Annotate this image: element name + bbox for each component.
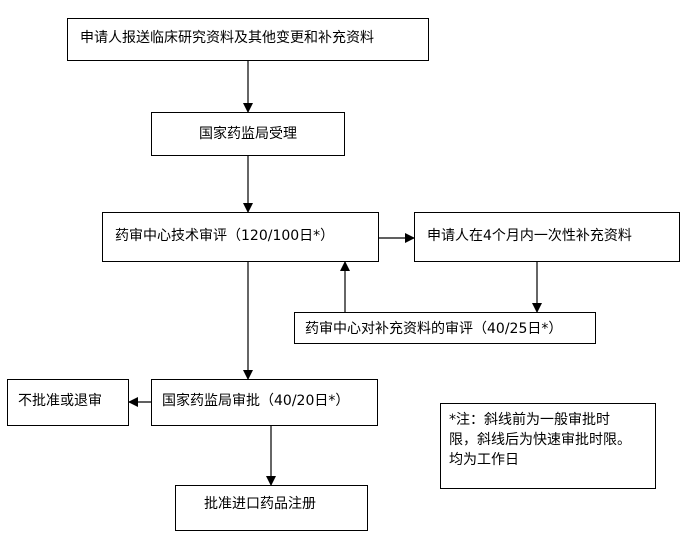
node-submit-label: 申请人报送临床研究资料及其他变更和补充资料: [80, 30, 374, 46]
node-tech-review: 药审中心技术审评（120/100日*）: [102, 212, 379, 262]
footnote-line-2: 限，斜线后为快速审批时限。: [449, 432, 631, 448]
node-reject-label: 不批准或退审: [18, 393, 102, 409]
footnote-box: *注：斜线前为一般审批时 限，斜线后为快速审批时限。 均为工作日: [440, 403, 656, 489]
node-register: 批准进口药品注册: [175, 485, 368, 531]
node-reject: 不批准或退审: [7, 379, 129, 426]
node-submit: 申请人报送临床研究资料及其他变更和补充资料: [67, 18, 429, 61]
node-supp-review-label: 药审中心对补充资料的审评（40/25日*）: [305, 321, 563, 337]
node-register-label: 批准进口药品注册: [204, 496, 316, 512]
node-supplement-label: 申请人在4个月内一次性补充资料: [427, 228, 632, 244]
node-accept-label: 国家药监局受理: [199, 126, 297, 142]
footnote-line-1: *注：斜线前为一般审批时: [449, 412, 610, 428]
node-tech-review-label: 药审中心技术审评（120/100日*）: [115, 228, 335, 244]
node-approval: 国家药监局审批（40/20日*）: [151, 379, 378, 426]
node-accept: 国家药监局受理: [151, 112, 345, 156]
node-supp-review: 药审中心对补充资料的审评（40/25日*）: [294, 312, 596, 344]
node-supplement: 申请人在4个月内一次性补充资料: [414, 212, 680, 262]
footnote-line-3: 均为工作日: [449, 452, 519, 468]
node-approval-label: 国家药监局审批（40/20日*）: [162, 393, 350, 409]
